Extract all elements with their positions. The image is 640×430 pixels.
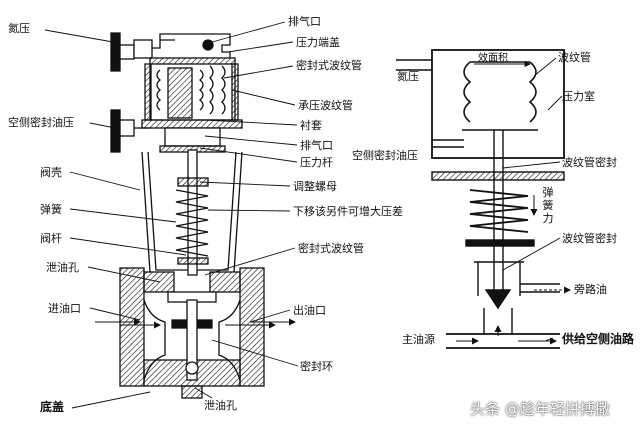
- label-bellows: 波纹管: [558, 51, 591, 64]
- watermark-text: 头条 @趁年轻拼搏撒: [470, 400, 610, 418]
- label-bottom-cover: 底盖: [40, 400, 65, 414]
- label-supply-seal-oil: 供给空侧油路: [562, 332, 635, 346]
- label-vent-mid: 排气口: [300, 139, 333, 152]
- label-pressure-cap: 压力端盖: [296, 36, 340, 49]
- label-sealed-bellows-2: 密封式波纹管: [298, 242, 364, 255]
- bellows-left: [463, 61, 472, 123]
- label-spring-force: 弹簧力: [542, 186, 554, 225]
- middle-handwheel: [110, 109, 150, 153]
- pressure-chamber-box: [431, 49, 565, 159]
- label-pressure-chamber: 压力室: [562, 90, 595, 103]
- label-seal-ring: 密封环: [300, 360, 333, 373]
- spring-coil: [469, 189, 529, 233]
- label-pressure-rod: 压力杆: [300, 156, 333, 169]
- label-outlet: 出油口: [293, 304, 326, 317]
- valve-shell: [141, 149, 243, 276]
- label-effective-area: 效面积: [478, 53, 508, 64]
- label-seal-oil-pressure-right: 空侧密封油压: [352, 149, 418, 162]
- top-housing: [144, 33, 239, 121]
- label-inlet: 进油口: [48, 302, 81, 315]
- label-seal-oil-pressure: 空侧密封油压: [8, 116, 74, 129]
- label-valve-stem: 阀杆: [40, 232, 62, 245]
- left-valve-drawing: [44, 21, 299, 409]
- label-bushing: 衬套: [300, 119, 322, 132]
- label-adjust-nut: 调整螺母: [293, 180, 337, 193]
- label-sealed-bellows: 密封式波纹管: [296, 59, 362, 72]
- label-drain-hole: 泄油孔: [46, 261, 79, 274]
- label-move-down-note: 下移该另件可增大压差: [293, 205, 403, 218]
- lower-body: [119, 267, 265, 399]
- label-main-oil-source: 主油源: [402, 333, 435, 346]
- bellows-right: [528, 61, 537, 123]
- label-bypass-oil: 旁路油: [574, 283, 607, 296]
- label-spring: 弹簧: [40, 203, 62, 216]
- label-nitrogen-pressure-right: 氮压: [397, 70, 419, 83]
- right-schematic: [396, 49, 571, 349]
- label-valve-shell: 阀壳: [40, 166, 62, 179]
- label-pressure-bellows: 承压波纹管: [298, 99, 353, 112]
- label-drain-hole-bottom: 泄油孔: [204, 399, 237, 412]
- label-bellows-seal-1: 波纹管密封: [562, 156, 617, 169]
- left-leaders: [44, 21, 299, 409]
- label-nitrogen-pressure: 氮压: [8, 22, 30, 35]
- label-vent-top: 排气口: [288, 15, 321, 28]
- top-handwheel: [110, 32, 175, 72]
- label-bellows-seal-2: 波纹管密封: [562, 232, 617, 245]
- flow-arrows: [95, 318, 296, 329]
